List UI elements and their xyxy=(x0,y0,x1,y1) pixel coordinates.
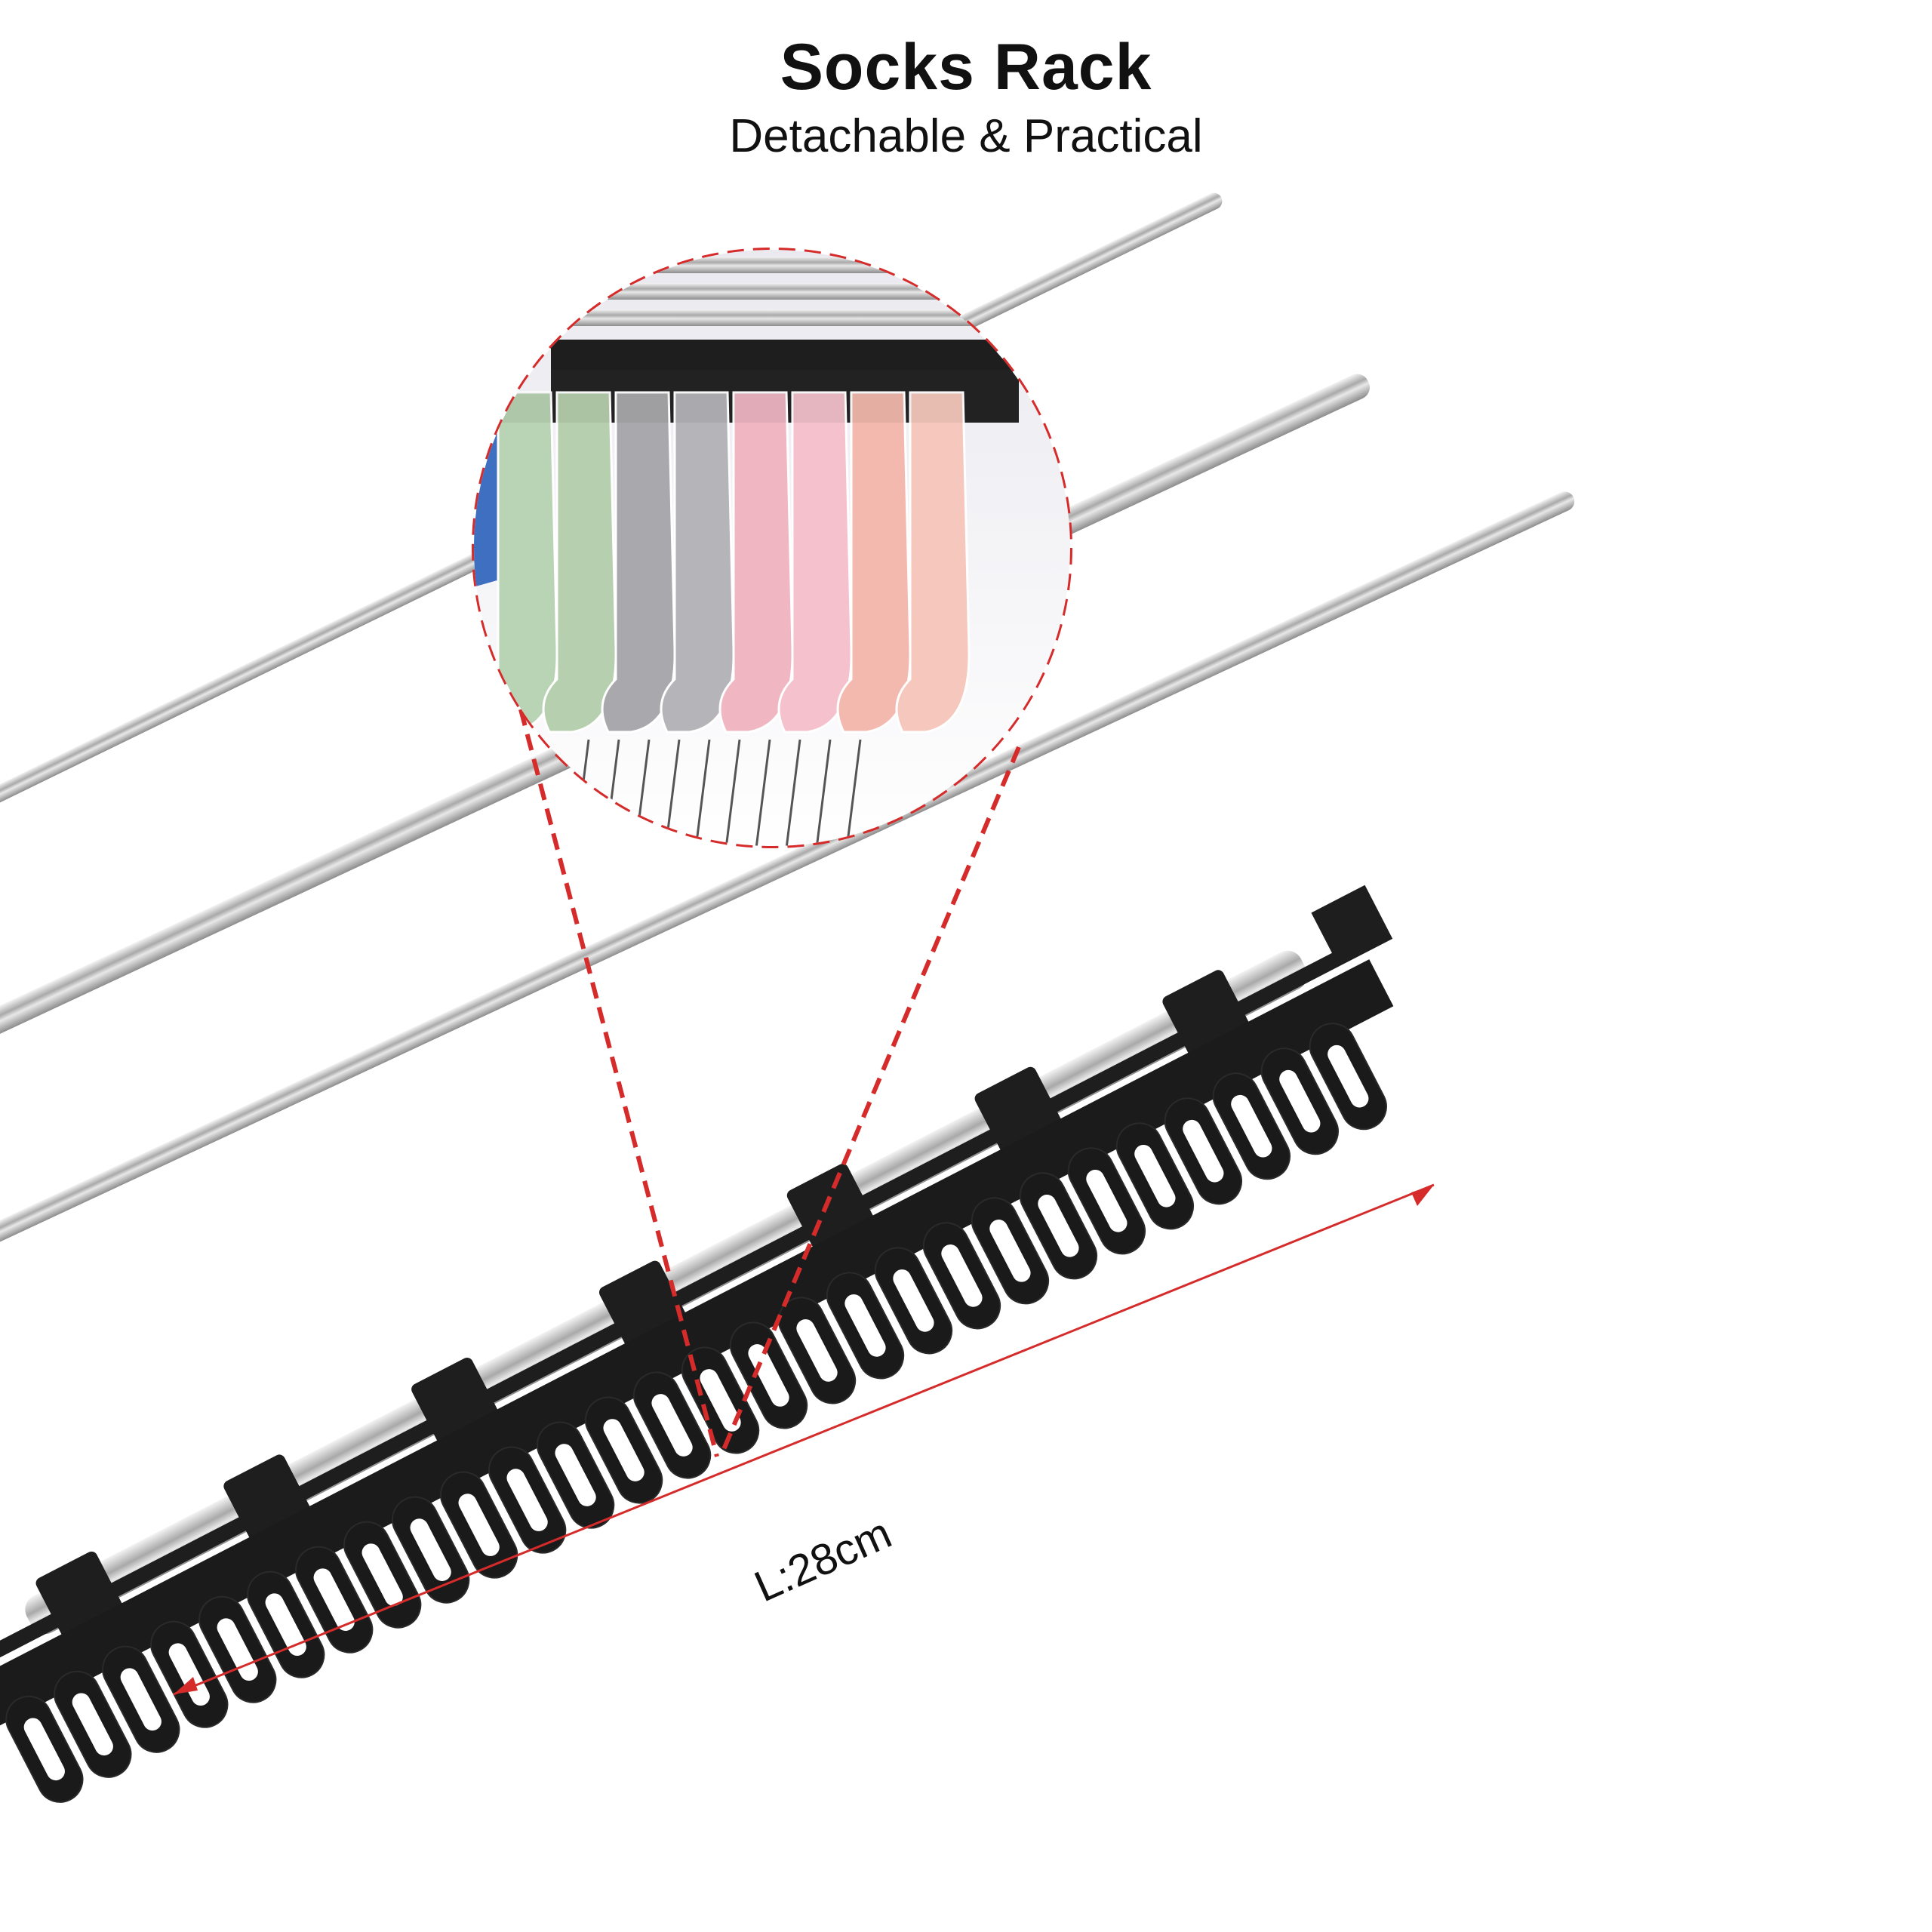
sock-cuff xyxy=(851,392,904,423)
rack-tooth-slot xyxy=(1327,1044,1369,1108)
socks-rack xyxy=(0,884,1394,1803)
sock-cuff xyxy=(675,392,728,423)
sock xyxy=(895,391,971,734)
rack-tooth-slot xyxy=(72,1693,113,1756)
sock-cuff xyxy=(792,392,845,423)
rack-tooth-slot xyxy=(23,1718,65,1781)
sock-cuff xyxy=(616,392,669,423)
rack-tooth-slot xyxy=(1183,1119,1224,1183)
page-subtitle: Detachable & Practical xyxy=(729,110,1203,162)
sock-cuff xyxy=(910,392,963,423)
rack-tooth-slot xyxy=(1231,1094,1272,1158)
sock-cuff xyxy=(498,392,551,423)
sock-cuff xyxy=(734,392,786,423)
page-title: Socks Rack xyxy=(780,31,1152,103)
rack-tooth-slot xyxy=(1279,1069,1321,1133)
callout-zoom xyxy=(474,250,1070,846)
rack-tooth-slot xyxy=(120,1668,162,1731)
sock-cuff xyxy=(557,392,610,423)
